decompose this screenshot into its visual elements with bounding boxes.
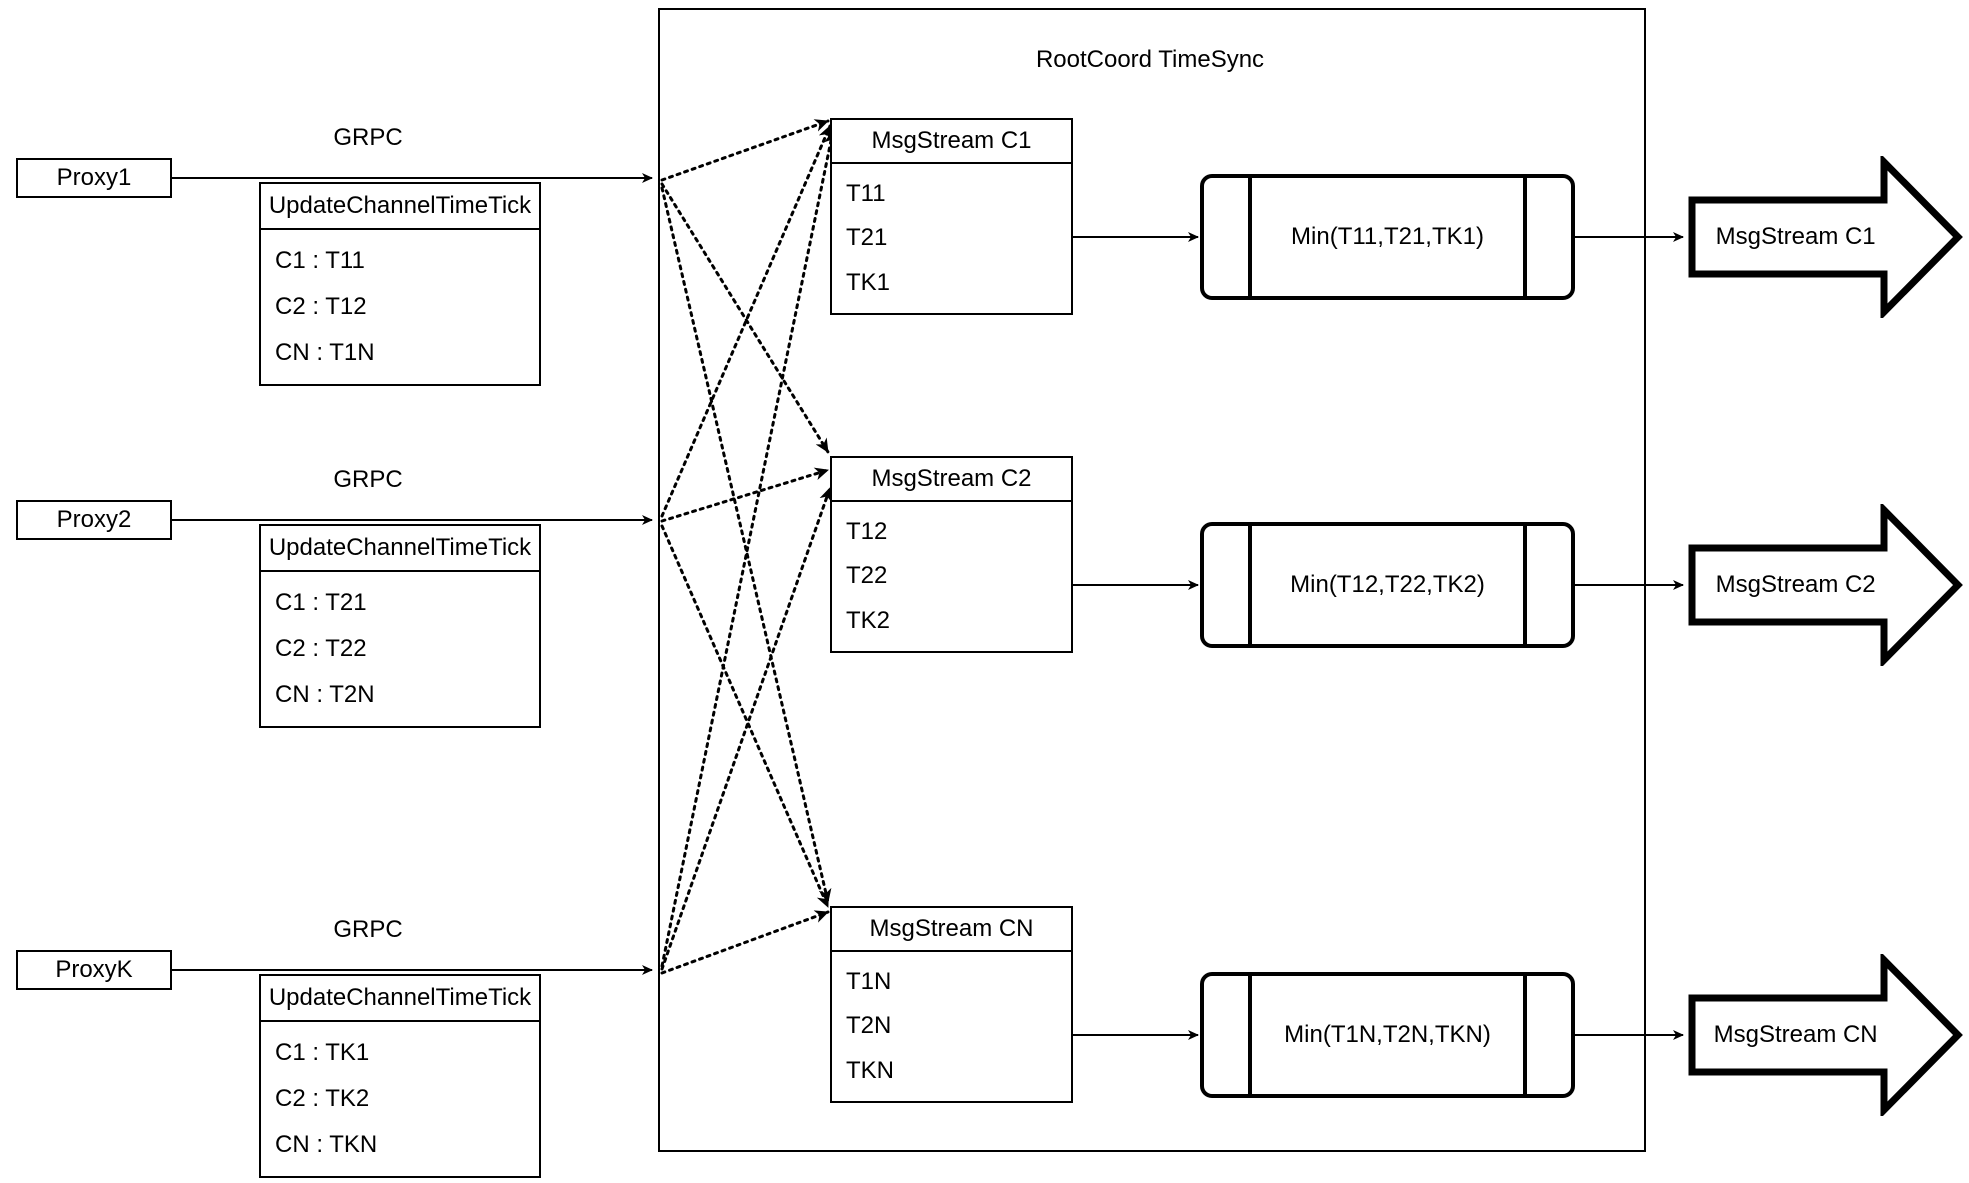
uml-row: T1N: [846, 968, 892, 996]
min-node-3[interactable]: Min(T1N,T2N,TKN): [1200, 972, 1575, 1098]
subprocess-right-bar: [1523, 976, 1527, 1094]
proxy-box-3[interactable]: ProxyK: [16, 950, 172, 990]
output-label: MsgStream C2: [1715, 571, 1876, 598]
edge-label-grpc-3: GRPC: [333, 916, 403, 943]
proxy-label: Proxy2: [56, 506, 132, 533]
msgstream-box-1[interactable]: MsgStream C1 T11 T21 TK1: [830, 118, 1073, 315]
subprocess-left-bar: [1248, 178, 1252, 296]
uml-row: T21: [846, 224, 888, 252]
uml-body: C1 : T21 C2 : T22 CN : T2N: [261, 572, 539, 726]
subprocess-right-bar: [1523, 526, 1527, 644]
update-channel-timetick-box-1[interactable]: UpdateChannelTimeTick C1 : T11 C2 : T12 …: [259, 182, 541, 386]
output-block-arrow-3[interactable]: MsgStream CN: [1688, 954, 1964, 1116]
min-node-2[interactable]: Min(T12,T22,TK2): [1200, 522, 1575, 648]
uml-title: MsgStream C1: [832, 120, 1071, 164]
proxy-box-1[interactable]: Proxy1: [16, 158, 172, 198]
edge-label-grpc-2: GRPC: [333, 466, 403, 493]
subprocess-right-bar: [1523, 178, 1527, 296]
output-block-arrow-2[interactable]: MsgStream C2: [1688, 504, 1964, 666]
uml-row: TKN: [846, 1056, 894, 1084]
uml-title: MsgStream CN: [832, 908, 1071, 952]
uml-title: MsgStream C2: [832, 458, 1071, 502]
uml-row: C2 : T22: [275, 635, 367, 662]
uml-row: C1 : T21: [275, 589, 367, 616]
output-label: MsgStream C1: [1715, 223, 1876, 250]
subprocess-left-bar: [1248, 976, 1252, 1094]
update-channel-timetick-box-3[interactable]: UpdateChannelTimeTick C1 : TK1 C2 : TK2 …: [259, 974, 541, 1178]
uml-row: C1 : TK1: [275, 1039, 370, 1066]
msgstream-box-2[interactable]: MsgStream C2 T12 T22 TK2: [830, 456, 1073, 653]
uml-body: C1 : TK1 C2 : TK2 CN : TKN: [261, 1022, 539, 1176]
uml-row: T22: [846, 562, 888, 590]
uml-row: C1 : T11: [275, 247, 365, 274]
proxy-label: ProxyK: [55, 956, 133, 983]
uml-row: C2 : T12: [275, 293, 367, 320]
min-label: Min(T1N,T2N,TKN): [1284, 1021, 1491, 1048]
msgstream-box-3[interactable]: MsgStream CN T1N T2N TKN: [830, 906, 1073, 1103]
uml-row: T12: [846, 518, 888, 546]
uml-row: T11: [846, 180, 886, 208]
edge-label-grpc-1: GRPC: [333, 124, 403, 151]
uml-body: T11 T21 TK1: [832, 164, 1071, 313]
uml-row: CN : TKN: [275, 1131, 378, 1158]
uml-body: C1 : T11 C2 : T12 CN : T1N: [261, 230, 539, 384]
uml-row: T2N: [846, 1012, 892, 1040]
output-label: MsgStream CN: [1713, 1021, 1878, 1048]
proxy-label: Proxy1: [56, 164, 132, 191]
uml-body: T12 T22 TK2: [832, 502, 1071, 651]
uml-body: T1N T2N TKN: [832, 952, 1071, 1101]
output-block-arrow-1[interactable]: MsgStream C1: [1688, 156, 1964, 318]
uml-row: CN : T2N: [275, 681, 375, 708]
uml-row: CN : T1N: [275, 339, 375, 366]
proxy-box-2[interactable]: Proxy2: [16, 500, 172, 540]
uml-title: UpdateChannelTimeTick: [261, 184, 539, 230]
uml-title: UpdateChannelTimeTick: [261, 976, 539, 1022]
update-channel-timetick-box-2[interactable]: UpdateChannelTimeTick C1 : T21 C2 : T22 …: [259, 524, 541, 728]
subprocess-left-bar: [1248, 526, 1252, 644]
uml-row: TK1: [846, 268, 891, 296]
uml-row: C2 : TK2: [275, 1085, 370, 1112]
min-label: Min(T12,T22,TK2): [1290, 571, 1485, 598]
uml-title: UpdateChannelTimeTick: [261, 526, 539, 572]
rootcoord-timesync-container: [658, 8, 1646, 1152]
min-label: Min(T11,T21,TK1): [1291, 223, 1484, 250]
uml-row: TK2: [846, 606, 891, 634]
container-title: RootCoord TimeSync: [1035, 46, 1265, 73]
min-node-1[interactable]: Min(T11,T21,TK1): [1200, 174, 1575, 300]
